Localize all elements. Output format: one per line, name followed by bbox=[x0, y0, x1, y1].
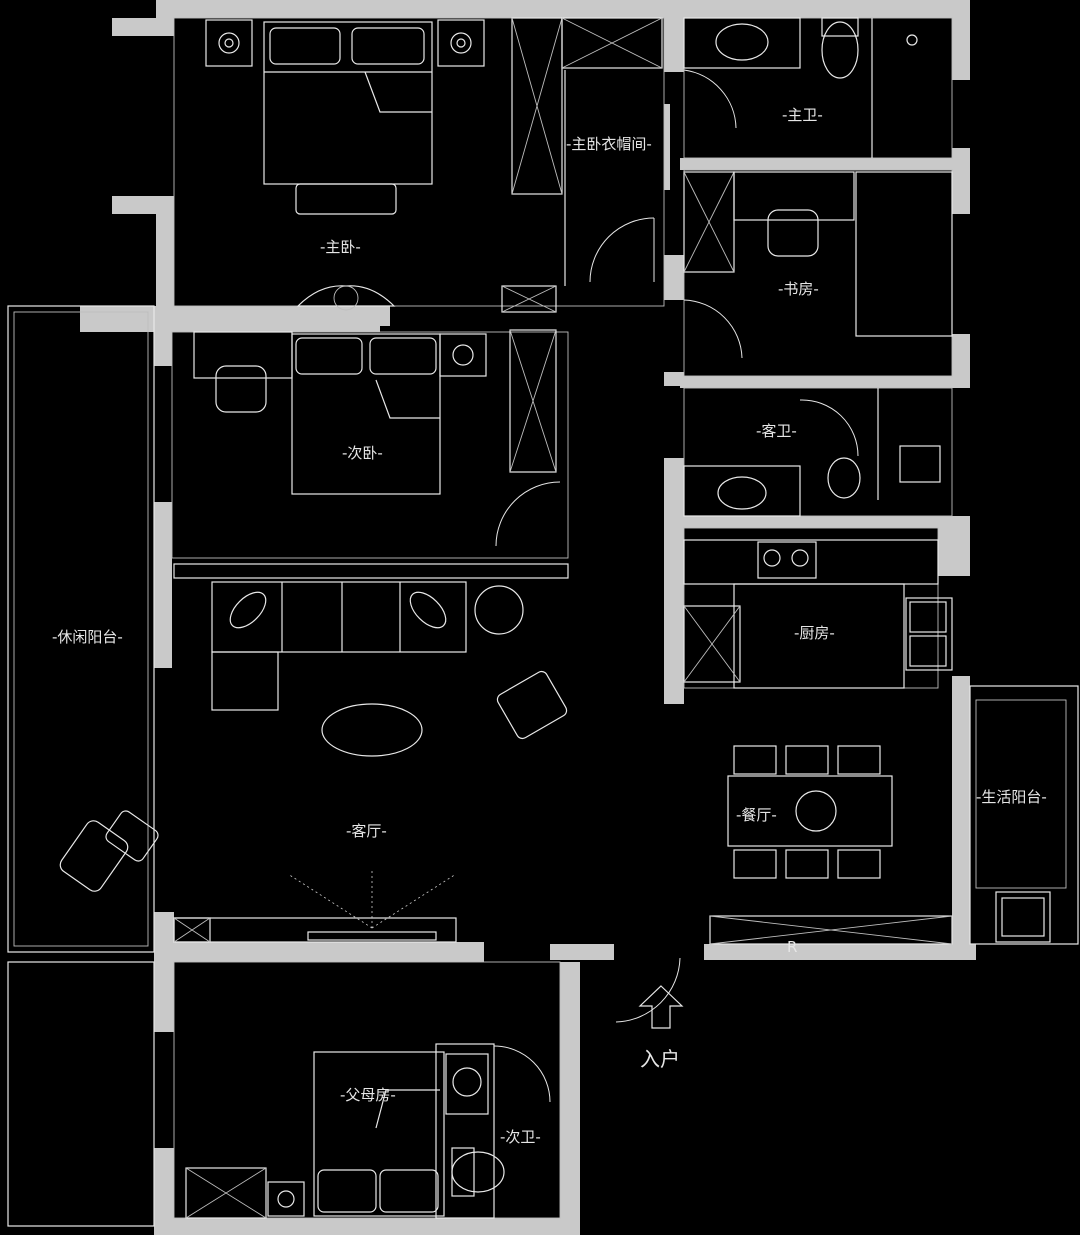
label-parents-room: -父母房- bbox=[340, 1086, 396, 1104]
label-second-bedroom: -次卧- bbox=[342, 444, 383, 462]
entrance-arrow-icon bbox=[638, 985, 684, 1029]
doors bbox=[493, 69, 859, 1103]
label-living-room: -客厅- bbox=[346, 822, 387, 840]
label-entrance: 入户 bbox=[640, 1047, 680, 1071]
label-dining-room: -餐厅- bbox=[736, 806, 777, 824]
interior-lines bbox=[7, 17, 1079, 1227]
label-guest-bath: -客卫- bbox=[756, 422, 797, 440]
label-second-bath: -次卫- bbox=[500, 1128, 541, 1146]
label-service-balcony: -生活阳台- bbox=[976, 788, 1047, 806]
label-leisure-balcony: -休闲阳台- bbox=[52, 628, 123, 646]
label-master-bath: -主卫- bbox=[782, 106, 823, 124]
walls bbox=[80, 0, 976, 1235]
label-study: -书房- bbox=[778, 280, 819, 298]
label-master-bedroom: -主卧- bbox=[320, 238, 361, 256]
label-master-closet: -主卧衣帽间- bbox=[566, 135, 652, 153]
fridge-marker: R bbox=[787, 938, 797, 956]
label-kitchen: -厨房- bbox=[794, 624, 835, 642]
